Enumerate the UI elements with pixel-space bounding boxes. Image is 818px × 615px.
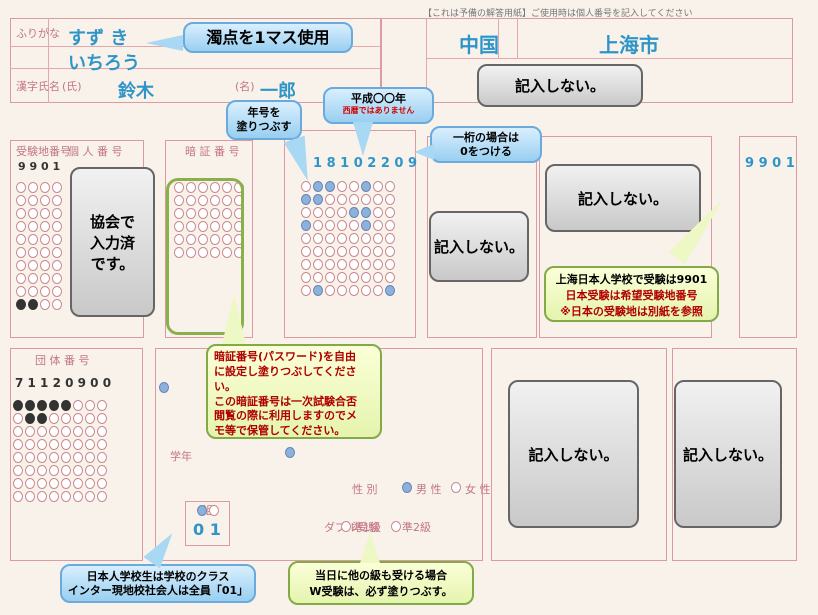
class-bubbles (197, 505, 219, 516)
kana-surname: すず き (68, 28, 129, 49)
kanji-name-label: 漢字氏名 (16, 80, 60, 93)
country-value: 中国 (459, 33, 499, 57)
password-bubbles (174, 182, 244, 258)
group-bubbles (13, 400, 107, 502)
not-fill-top: 記入しない。 (477, 64, 643, 107)
right-bottom-section (672, 348, 797, 561)
not-fill-bottom-right: 記入しない。 (674, 380, 782, 528)
male-bubble (402, 482, 412, 493)
one-digit-line2: 0をつける (460, 144, 512, 158)
kanji-surname: 鈴木 (118, 81, 154, 102)
shanghai-line3: ※日本の受験地は別紙を参照 (560, 305, 703, 318)
exam-number-label: 受験地番号 (16, 145, 71, 158)
first-exam-site (739, 136, 797, 338)
password-line1: 暗証番号(パスワード)を自由 (214, 350, 357, 363)
not-fill-middle: 記入しない。 (429, 211, 529, 282)
one-digit-line1: 一桁の場合は (453, 131, 519, 144)
grade2-bubble (391, 521, 401, 532)
birth-digits: 1 8 1 0 2 2 0 9 (313, 156, 418, 171)
one-digit-pointer (414, 144, 434, 160)
grade-label: 学年 (170, 450, 192, 463)
dakuten-callout: 濁点を1マス使用 (183, 22, 353, 53)
class-label: 組 (202, 504, 213, 517)
double-line1: 当日に他の級も受ける場合 (315, 569, 447, 582)
grade1-bubble (341, 521, 351, 532)
password-callout: 暗証番号(パスワード)を自由 に設定し塗りつぶしてください。 この暗証番号は一次… (206, 344, 382, 439)
dakuten-pointer (146, 35, 183, 51)
password-highlight (166, 178, 244, 335)
not-fill-bottom-middle: 記入しない。 (508, 380, 639, 528)
shanghai-line1: 上海日本人学校で受験は9901 (555, 273, 708, 286)
association-line3: です。 (90, 254, 135, 273)
era-line1: 年号を (247, 106, 281, 119)
given-label: (名) (235, 80, 255, 93)
header-title: 【これは予備の解答用紙】ご使用時は個人番号を記入してください (423, 9, 693, 19)
one-digit-callout: 一桁の場合は 0をつける (430, 126, 542, 163)
password-section (165, 140, 253, 338)
second-exam-section (491, 348, 667, 561)
name-section (10, 18, 381, 103)
association-line1: 協会で (89, 212, 135, 231)
association-box: 協会で 入力済 です。 (70, 167, 155, 317)
grade-bubble (285, 447, 295, 458)
double-exam-pointer (360, 532, 380, 563)
class-box (185, 501, 230, 546)
personal-number-label: 個 人 番 号 (68, 145, 123, 158)
double-line2: W受験は、必ず塗りつぶす。 (309, 585, 453, 598)
class-line1: 日本人学校生は学校のクラス (86, 570, 230, 583)
shanghai-callout: 上海日本人学校で受験は9901 日本受験は希望受験地番号 ※日本の受験地は別紙を… (544, 266, 719, 322)
heisei-pointer (353, 122, 373, 156)
grade1-label: 準1級 (352, 521, 381, 534)
birth-bubbles (301, 181, 395, 296)
heisei-line2: 西暦ではありません (342, 105, 415, 115)
female-bubble (451, 482, 461, 493)
class-callout: 日本人学校生は学校のクラス インター現地校社会人は全員「01」 (60, 564, 256, 603)
student-type-bubble (159, 382, 169, 393)
password-line5: モ等で保管してください。 (214, 424, 346, 438)
male-label: 男 性 (416, 483, 442, 496)
group-number-digits: 7 1 1 2 0 9 0 0 (15, 376, 112, 390)
birthdate-section (284, 130, 416, 338)
class-number: 0 1 (193, 520, 221, 539)
password-pointer (222, 294, 246, 344)
era-line2: 塗りつぶす (236, 119, 292, 133)
secret-number-label: 暗 証 番 号 (185, 145, 240, 158)
era-callout: 年号を 塗りつぶす (226, 100, 302, 140)
phone-section (539, 136, 712, 338)
double-exam-label: ダブル受験 (324, 521, 379, 534)
surname-label: (氏) (62, 80, 82, 93)
shanghai-line2: 日本受験は希望受験地番号 (565, 289, 698, 302)
sex-label: 性 別 (352, 483, 378, 496)
double-exam-callout: 当日に他の級も受ける場合 W受験は、必ず塗りつぶす。 (288, 561, 474, 605)
not-fill-phone: 記入しない。 (545, 164, 701, 232)
heisei-line1: 平成〇〇年 (351, 92, 406, 105)
group-number-section (10, 348, 143, 561)
password-line4: 閲覧の際に利用しますのでメ (214, 409, 357, 423)
password-line3: この暗証番号は一次試験合否 (214, 394, 357, 408)
city-value: 上海市 (599, 33, 659, 57)
first-site-digits: 9 9 0 1 (745, 156, 795, 171)
furigana-label: ふりがな (16, 27, 60, 40)
female-label: 女 性 (465, 483, 491, 496)
kana-given: いちろう (68, 53, 140, 74)
heisei-callout: 平成〇〇年 西暦ではありません (323, 87, 434, 124)
kanji-given: 一郎 (260, 81, 296, 102)
password-line2: に設定し塗りつぶしてください。 (214, 364, 357, 393)
exam-bubbles (16, 182, 62, 310)
class-line2: インター現地校社会人は全員「01」 (67, 583, 249, 597)
group-number-label: 団 体 番 号 (35, 354, 90, 367)
exam-site-digits: 9 9 0 1 (18, 160, 61, 173)
grade2-label: 準2級 (402, 521, 431, 534)
association-line2: 入力済 (89, 233, 135, 252)
